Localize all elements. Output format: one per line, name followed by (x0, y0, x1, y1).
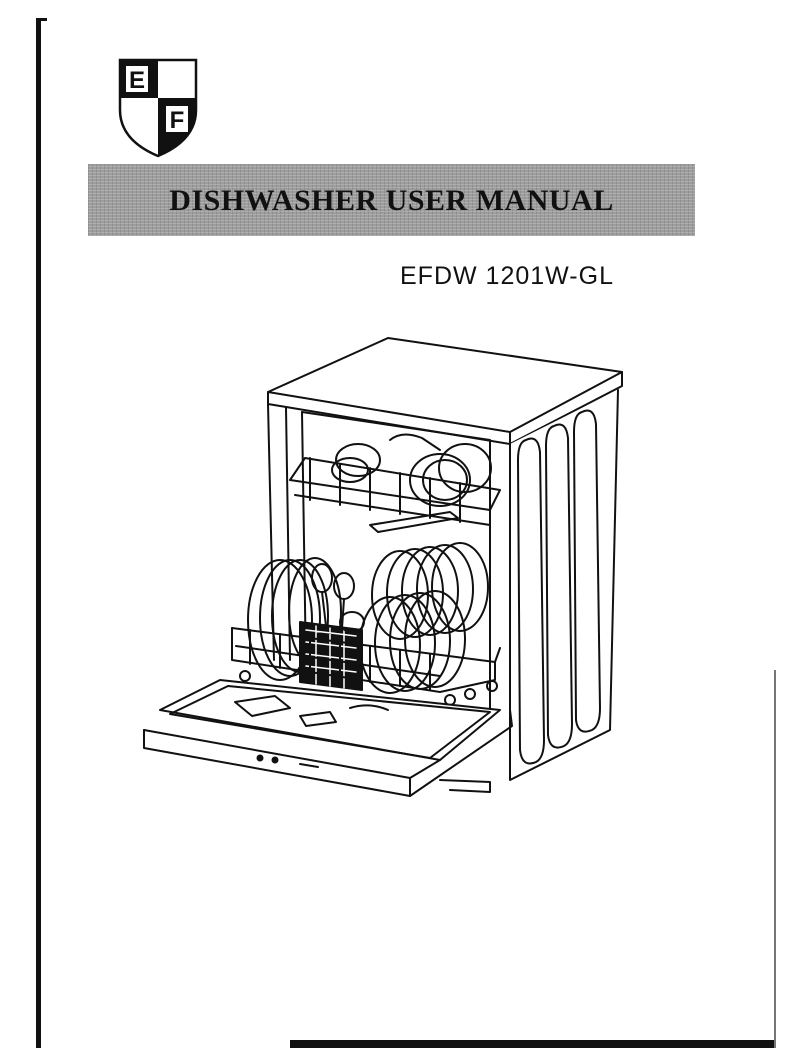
scan-edge-left (36, 18, 41, 1048)
model-number: EFDW 1201W-GL (400, 262, 640, 291)
ef-shield-logo: E F (118, 58, 198, 158)
scan-edge-right (774, 670, 776, 1048)
manual-title: DISHWASHER USER MANUAL (88, 184, 695, 218)
logo-letter-f: F (170, 107, 185, 134)
title-banner: DISHWASHER USER MANUAL (88, 164, 695, 236)
logo-letter-e: E (129, 67, 145, 94)
scan-edge-tick (41, 18, 47, 21)
dishwasher-open-door-icon (140, 330, 630, 800)
scan-edge-bottom (290, 1040, 774, 1048)
